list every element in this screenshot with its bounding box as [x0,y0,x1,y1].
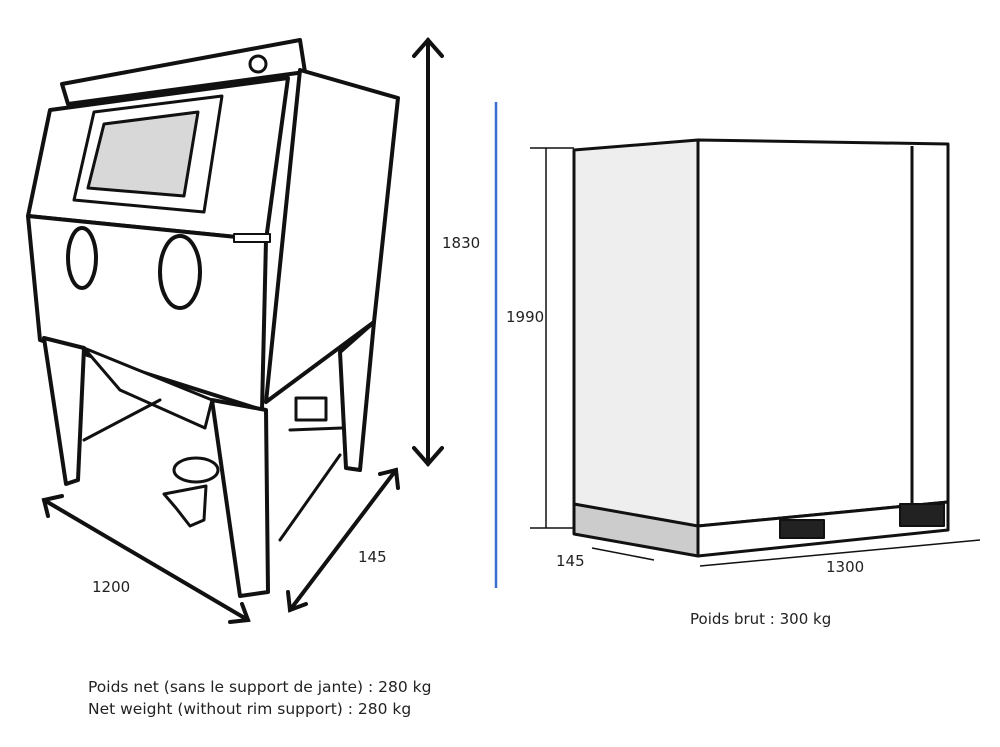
sandblast-cabinet [26,38,400,598]
crate-width-label: 1300 [826,558,865,576]
net-weight-fr: Poids net (sans le support de jante) : 2… [88,678,432,696]
cabinet-width-label: 1200 [92,578,131,596]
cabinet-height-label: 1830 [442,234,481,252]
shipping-crate [572,138,950,558]
crate-height-label: 1990 [506,308,545,326]
gross-weight-label: Poids brut : 300 kg [690,610,832,628]
cabinet-dimension-lines [41,36,444,624]
cabinet-depth-label: 145 [358,548,387,566]
crate-depth-label: 145 [556,552,585,570]
net-weight-en: Net weight (without rim support) : 280 k… [88,700,412,718]
crate-dimension-lines [530,147,981,567]
net-weight-caption: Poids net (sans le support de jante) : 2… [88,676,431,720]
